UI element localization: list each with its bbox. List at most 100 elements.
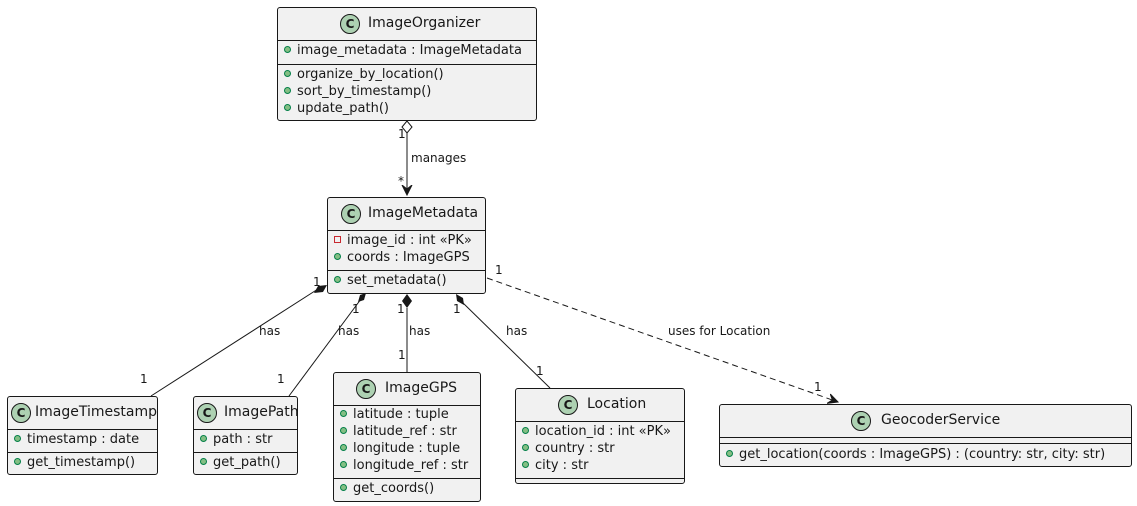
- class-c-circle-icon: C: [340, 14, 360, 34]
- field-item: longitude_ref : str: [340, 458, 468, 474]
- multiplicity-has-timestamp-source: 1: [313, 275, 321, 289]
- public-visibility-icon: [522, 461, 529, 468]
- edge-label-manages: manages: [411, 151, 467, 165]
- field-item: longitude : tuple: [340, 441, 460, 457]
- field-text: longitude : tuple: [353, 441, 461, 456]
- field-item: country : str: [522, 441, 615, 457]
- field-text: country : str: [535, 441, 615, 456]
- public-visibility-icon: [334, 276, 341, 283]
- public-visibility-icon: [340, 427, 347, 434]
- method-item: sort_by_timestamp(): [284, 84, 431, 100]
- method-text: get_path(): [213, 455, 281, 470]
- method-item: set_metadata(): [334, 273, 447, 289]
- class-c-circle-icon: C: [11, 403, 31, 423]
- field-text: path : str: [213, 432, 273, 447]
- public-visibility-icon: [284, 46, 291, 53]
- class-title: ImageOrganizer: [368, 15, 481, 31]
- field-text: longitude_ref : str: [353, 458, 469, 473]
- multiplicity-has-gps-target: 1: [398, 348, 406, 362]
- field-text: image_id : int «PK»: [347, 233, 472, 248]
- field-text: timestamp : date: [27, 432, 140, 447]
- class-image-timestamp[interactable]: C ImageTimestamp timestamp : date get_ti…: [7, 396, 158, 475]
- divider: [194, 429, 297, 430]
- multiplicity-manages-target: *: [398, 174, 404, 188]
- edge-label-has-gps: has: [409, 324, 431, 338]
- field-text: coords : ImageGPS: [347, 250, 470, 265]
- method-text: update_path(): [297, 101, 390, 116]
- divider: [328, 270, 485, 271]
- public-visibility-icon: [200, 458, 207, 465]
- class-c-circle-icon: C: [341, 204, 361, 224]
- method-item: update_path(): [284, 101, 389, 117]
- public-visibility-icon: [522, 427, 529, 434]
- method-text: get_location(coords : ImageGPS) : (count…: [739, 447, 1106, 462]
- edge-label-has-location: has: [506, 324, 528, 338]
- divider: [328, 230, 485, 231]
- class-image-organizer[interactable]: C ImageOrganizer image_metadata : ImageM…: [277, 7, 537, 121]
- public-visibility-icon: [340, 444, 347, 451]
- class-c-circle-icon: C: [851, 411, 871, 431]
- private-visibility-icon: [334, 236, 341, 243]
- edge-has-path: [288, 293, 366, 397]
- method-item: get_timestamp(): [14, 455, 135, 471]
- divider: [516, 478, 684, 479]
- field-text: latitude_ref : str: [353, 424, 457, 439]
- method-text: get_coords(): [353, 481, 435, 496]
- class-image-metadata[interactable]: C ImageMetadata image_id : int «PK» coor…: [327, 197, 486, 294]
- class-c-circle-icon: C: [356, 379, 376, 399]
- class-location[interactable]: C Location location_id : int «PK» countr…: [515, 388, 685, 484]
- class-title: ImageGPS: [385, 380, 458, 396]
- field-item: latitude : tuple: [340, 407, 449, 423]
- field-item: image_metadata : ImageMetadata: [284, 43, 522, 59]
- field-text: latitude : tuple: [353, 407, 449, 422]
- edge-uses-for-location: [486, 277, 838, 402]
- method-item: organize_by_location(): [284, 67, 444, 83]
- multiplicity-uses-target: 1: [814, 380, 822, 394]
- public-visibility-icon: [14, 458, 21, 465]
- public-visibility-icon: [340, 410, 347, 417]
- public-visibility-icon: [200, 435, 207, 442]
- field-text: city : str: [535, 458, 589, 473]
- class-title: ImagePath: [224, 404, 299, 420]
- field-item: latitude_ref : str: [340, 424, 457, 440]
- class-c-circle-icon: C: [197, 403, 217, 423]
- divider: [278, 40, 536, 41]
- divider: [8, 452, 157, 453]
- method-item: get_location(coords : ImageGPS) : (count…: [726, 447, 1105, 463]
- class-image-path[interactable]: C ImagePath path : str get_path(): [193, 396, 299, 475]
- field-item: location_id : int «PK»: [522, 424, 671, 440]
- edge-manages: [401, 120, 413, 195]
- public-visibility-icon: [726, 450, 733, 457]
- public-visibility-icon: [522, 444, 529, 451]
- multiplicity-has-location-target: 1: [536, 364, 544, 378]
- multiplicity-uses-source: 1: [495, 263, 503, 277]
- edge-has-gps: [402, 294, 412, 372]
- divider: [8, 429, 157, 430]
- edge-label-uses-for-location: uses for Location: [668, 324, 771, 338]
- divider: [516, 421, 684, 422]
- field-item: city : str: [522, 458, 588, 474]
- multiplicity-manages-source: 1: [398, 127, 406, 141]
- divider: [720, 437, 1131, 438]
- field-item: timestamp : date: [14, 432, 139, 448]
- multiplicity-has-path-source: 1: [352, 302, 360, 316]
- method-text: sort_by_timestamp(): [297, 84, 432, 99]
- field-item: image_id : int «PK»: [334, 233, 472, 249]
- class-image-gps[interactable]: C ImageGPS latitude : tuple latitude_ref…: [333, 372, 481, 502]
- divider: [334, 478, 480, 479]
- multiplicity-has-timestamp-target: 1: [140, 372, 148, 386]
- public-visibility-icon: [284, 104, 291, 111]
- class-c-circle-icon: C: [558, 395, 578, 415]
- public-visibility-icon: [284, 87, 291, 94]
- multiplicity-has-gps-source: 1: [397, 302, 405, 316]
- field-item: path : str: [200, 432, 272, 448]
- edge-label-has-path: has: [338, 324, 360, 338]
- multiplicity-has-location-source: 1: [453, 302, 461, 316]
- public-visibility-icon: [14, 435, 21, 442]
- method-text: get_timestamp(): [27, 455, 136, 470]
- class-title: ImageTimestamp: [35, 404, 157, 420]
- class-geocoder-service[interactable]: C GeocoderService get_location(coords : …: [719, 404, 1132, 467]
- method-text: set_metadata(): [347, 273, 447, 288]
- field-text: image_metadata : ImageMetadata: [297, 43, 522, 58]
